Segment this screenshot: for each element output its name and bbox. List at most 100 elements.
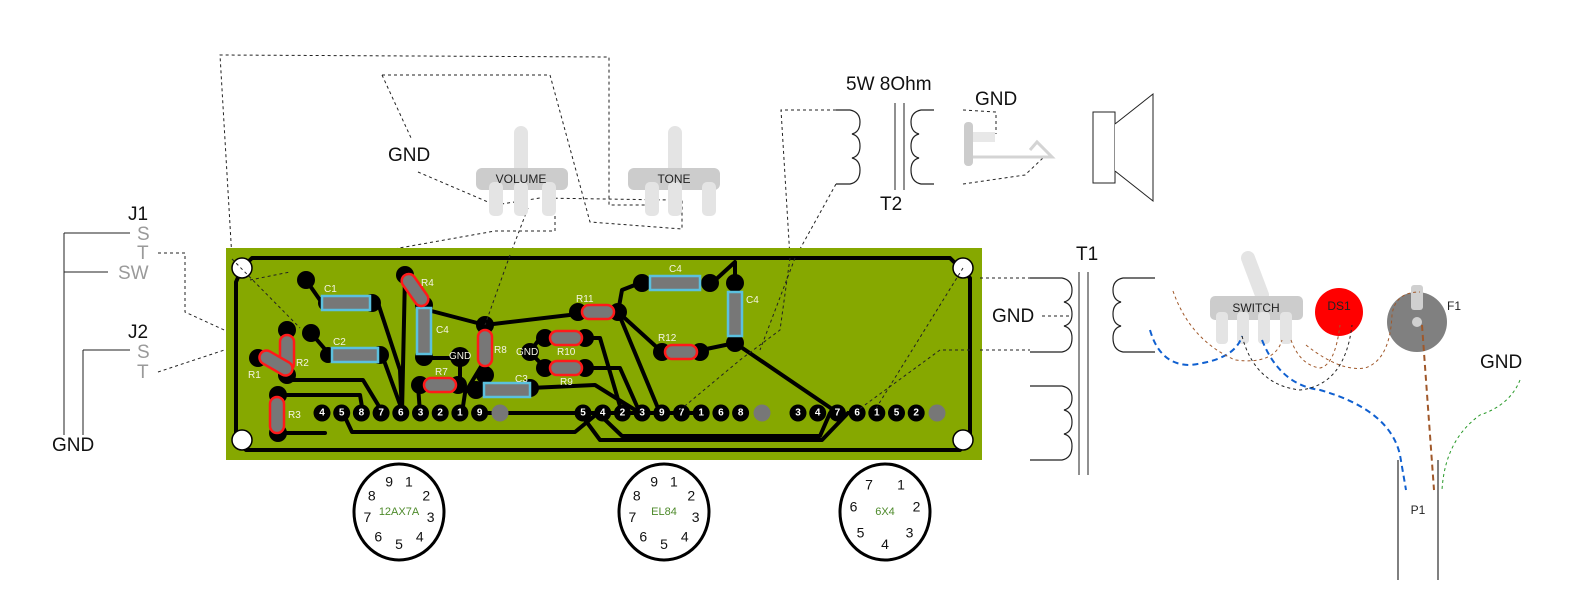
tube-pin: 4 (809, 404, 827, 422)
r10-label: R10 (557, 347, 576, 358)
r11-label: R11 (576, 294, 594, 305)
tone-label: TONE (657, 172, 690, 186)
f1-label: F1 (1447, 299, 1461, 313)
tube-pin-label: 5 (580, 408, 586, 419)
tube-pin: 5 (574, 404, 592, 422)
socket-pin-number: 5 (857, 525, 865, 541)
fuse-holder: F1 (1387, 285, 1461, 352)
pcb-gnd-label: GND (516, 347, 538, 358)
socket-name: 12AX7A (379, 506, 420, 518)
socket-pin-number: 5 (395, 536, 403, 552)
j1-label: J1 (128, 204, 148, 225)
r12-label: R12 (658, 333, 677, 344)
r1-label: R1 (248, 370, 261, 381)
tube-pin-label: 2 (913, 408, 919, 419)
socket-pin-number: 3 (906, 525, 914, 541)
jack-gnd-label: GND (52, 435, 94, 456)
socket-pin-number: 1 (670, 474, 678, 490)
board-wiring (231, 254, 1030, 411)
power-switch[interactable]: SWITCH (1210, 251, 1303, 344)
tube-pin-label: 1 (874, 408, 880, 419)
socket-pin-number: 9 (650, 474, 658, 490)
tube-pin: 7 (828, 404, 846, 422)
r9-label: R9 (560, 377, 573, 388)
tube-pin: 7 (372, 404, 390, 422)
j2-pin-s: S (137, 342, 150, 363)
socket-pin-number: 6 (639, 528, 647, 544)
tube-pin: 9 (653, 404, 671, 422)
r2-label: R2 (296, 358, 309, 369)
indicator-lamp: DS1 (1315, 288, 1363, 336)
unused-pin (928, 404, 946, 422)
capacitor (320, 274, 744, 399)
tube-pin-label: 2 (437, 408, 443, 419)
tube-pin-label: 9 (659, 408, 665, 419)
tube-pin: 3 (412, 404, 429, 422)
socket-pin-number: 2 (913, 498, 921, 514)
power-transformer: T1 GND (992, 244, 1155, 475)
r8-label: R8 (494, 345, 507, 356)
t2-gnd-label: GND (975, 89, 1017, 110)
volume-pot[interactable]: VOLUME (476, 126, 568, 216)
p1-label: P1 (1411, 503, 1426, 517)
tube-pin: 2 (431, 404, 449, 422)
power-gnd-label: GND (1480, 352, 1522, 373)
socket-pin-number: 6 (374, 528, 382, 544)
output-jack: GND (964, 89, 1056, 166)
j2-label: J2 (128, 322, 148, 343)
tube-pin-label: 3 (795, 408, 801, 419)
pcb-gnd-label: GND (449, 351, 471, 362)
r7-label: R7 (435, 367, 448, 378)
tube-pin-label: 4 (319, 408, 325, 419)
pot-wiring (219, 54, 683, 281)
socket-pin-number: 7 (865, 476, 873, 492)
tube-pin-label: 8 (738, 408, 744, 419)
socket-pin-number: 4 (881, 536, 889, 552)
tube-pin-label: 7 (835, 408, 841, 419)
tone-pot[interactable]: TONE (628, 126, 720, 216)
c4-label-a: C4 (436, 325, 449, 336)
resistor (258, 272, 699, 435)
r4-label: R4 (421, 278, 434, 289)
unused-pin (753, 404, 771, 422)
t1-label: T1 (1076, 244, 1098, 265)
tube-pin: 6 (392, 404, 410, 422)
tube-pin-label: 9 (477, 408, 483, 419)
tube-pin-label: 1 (698, 408, 704, 419)
socket-pin-number: 7 (363, 509, 371, 525)
c3-label: C3 (515, 374, 528, 385)
t1-gnd-label: GND (992, 306, 1034, 327)
j2-pin-t: T (137, 362, 149, 383)
mount-hole (231, 257, 253, 279)
tube-pin-label: 5 (339, 408, 345, 419)
ds1-label: DS1 (1327, 299, 1351, 313)
c4-label-b: C4 (669, 264, 682, 275)
t2-rating: 5W 8Ohm (846, 74, 932, 95)
tube-pin: 7 (673, 404, 690, 422)
mount-hole (952, 429, 974, 451)
tube-pin-label: 1 (457, 408, 463, 419)
t2-label: T2 (880, 194, 902, 215)
mount-hole (231, 429, 253, 451)
tube-pin: 2 (613, 404, 631, 422)
socket-pin-number: 1 (897, 476, 905, 492)
socket-name: EL84 (651, 506, 677, 518)
tube-pin: 9 (471, 404, 489, 422)
tube-pin-label: 7 (679, 408, 685, 419)
j1-pin-sw: SW (118, 263, 149, 284)
tube-pin: 1 (692, 404, 710, 422)
r3-label: R3 (288, 410, 301, 421)
socket-pin-number: 8 (633, 487, 641, 503)
switch-label: SWITCH (1232, 301, 1279, 315)
socket-pin-number: 2 (422, 487, 430, 503)
tube-pin-label: 4 (815, 408, 821, 419)
tube-pin: 3 (789, 404, 807, 422)
power-wiring (1149, 290, 1521, 491)
output-transformer: 5W 8Ohm T2 (780, 74, 1045, 259)
speaker-icon (1092, 92, 1154, 203)
